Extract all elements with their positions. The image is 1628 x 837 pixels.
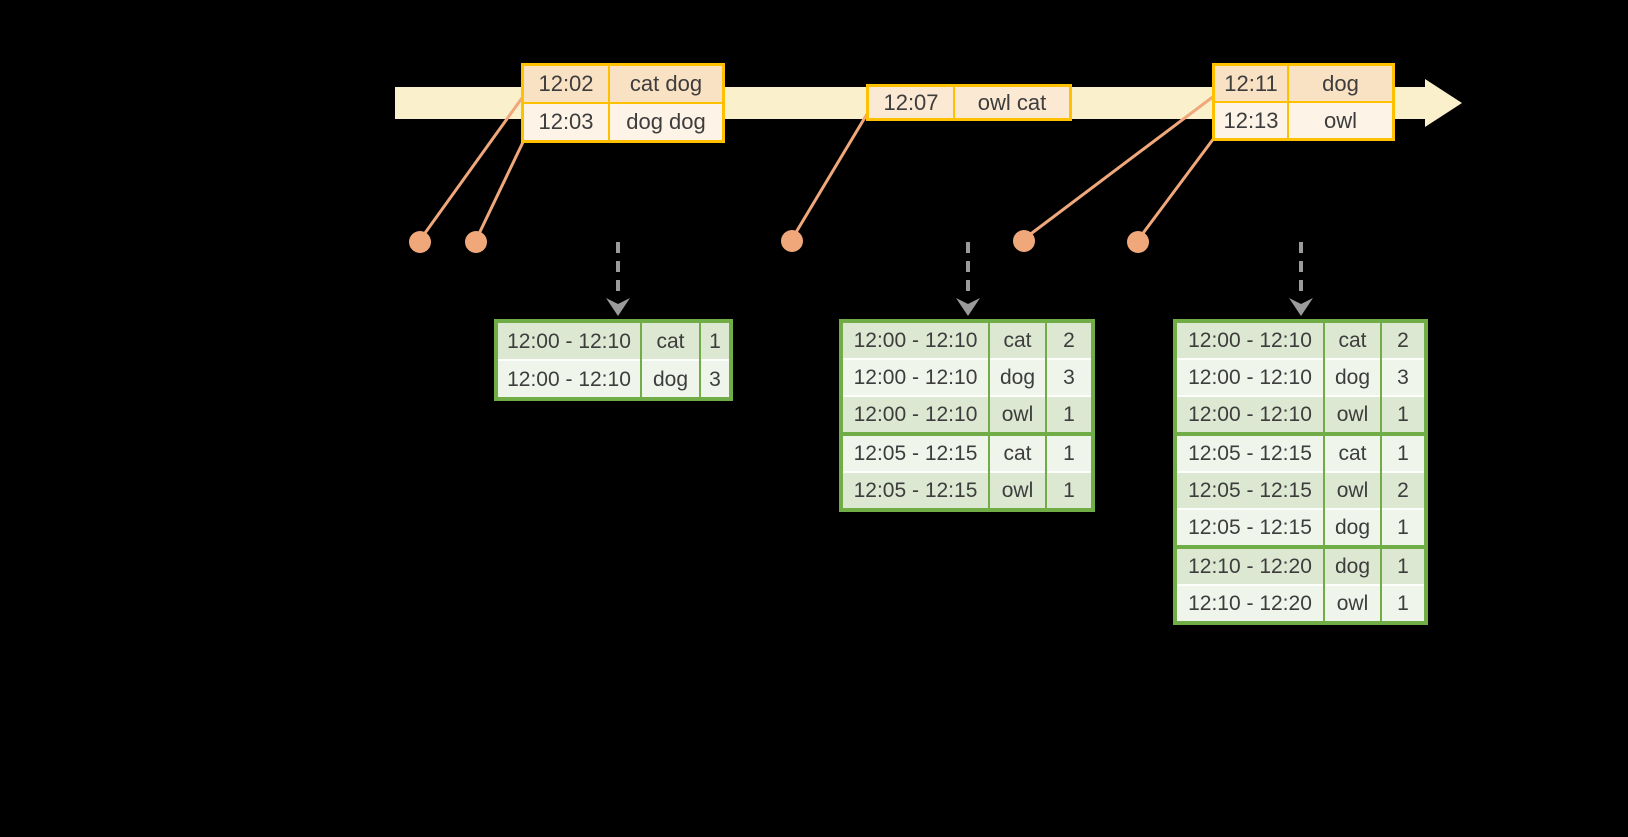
word-cell: owl: [1323, 395, 1381, 434]
event-time-cell: 12:03: [521, 102, 610, 143]
count-cell: 1: [1380, 545, 1426, 585]
word-cell: dog: [640, 359, 700, 399]
event-time-cell: 12:02: [521, 63, 610, 104]
trigger-arrow-icon: [1289, 242, 1313, 316]
count-cell: 1: [1380, 584, 1426, 623]
event-time-cell: 12:13: [1212, 101, 1289, 141]
word-cell: dog: [1323, 545, 1381, 585]
count-cell: 2: [1045, 321, 1093, 359]
count-cell: 3: [1380, 358, 1426, 396]
event-dot: [409, 231, 431, 253]
window-cell: 12:00 - 12:10: [496, 359, 641, 399]
connector-line: [1136, 137, 1216, 241]
window-cell: 12:00 - 12:10: [1175, 358, 1324, 396]
event-words-cell: dog dog: [608, 102, 725, 143]
count-cell: 1: [1380, 395, 1426, 434]
event-dot: [1127, 231, 1149, 253]
window-cell: 12:05 - 12:15: [1175, 508, 1324, 547]
window-cell: 12:00 - 12:10: [841, 321, 989, 359]
word-cell: cat: [640, 321, 700, 360]
count-cell: 1: [1045, 471, 1093, 510]
count-cell: 2: [1380, 471, 1426, 509]
word-cell: owl: [1323, 584, 1381, 623]
window-cell: 12:00 - 12:10: [1175, 321, 1324, 359]
count-cell: 1: [1380, 432, 1426, 472]
word-cell: cat: [1323, 321, 1381, 359]
word-cell: owl: [988, 471, 1046, 510]
connector-line: [1023, 94, 1215, 241]
window-cell: 12:10 - 12:20: [1175, 584, 1324, 623]
window-cell: 12:00 - 12:10: [841, 395, 989, 434]
count-cell: 1: [1380, 508, 1426, 547]
count-cell: 1: [1045, 395, 1093, 434]
window-cell: 12:00 - 12:10: [496, 321, 641, 360]
trigger-arrow-icon: [956, 242, 980, 316]
word-cell: owl: [1323, 471, 1381, 509]
word-cell: dog: [1323, 508, 1381, 547]
connector-line: [418, 97, 524, 241]
event-words-cell: owl cat: [953, 84, 1072, 121]
word-cell: dog: [1323, 358, 1381, 396]
count-cell: 1: [699, 321, 731, 360]
word-cell: cat: [988, 432, 1046, 472]
event-dot: [1013, 230, 1035, 252]
event-words-cell: cat dog: [608, 63, 725, 104]
count-cell: 3: [1045, 358, 1093, 396]
event-time-cell: 12:07: [866, 84, 955, 121]
word-cell: cat: [1323, 432, 1381, 472]
word-cell: owl: [988, 395, 1046, 434]
event-dot: [465, 231, 487, 253]
window-cell: 12:05 - 12:15: [1175, 432, 1324, 472]
window-cell: 12:10 - 12:20: [1175, 545, 1324, 585]
count-cell: 2: [1380, 321, 1426, 359]
connector-line: [474, 139, 526, 241]
event-dot: [781, 230, 803, 252]
word-cell: cat: [988, 321, 1046, 359]
window-cell: 12:05 - 12:15: [1175, 471, 1324, 509]
connector-line: [790, 113, 869, 240]
event-words-cell: owl: [1287, 101, 1395, 141]
window-cell: 12:00 - 12:10: [1175, 395, 1324, 434]
trigger-arrow-icon: [606, 242, 630, 316]
event-words-cell: dog: [1287, 63, 1395, 103]
word-cell: dog: [988, 358, 1046, 396]
event-time-cell: 12:11: [1212, 63, 1289, 103]
window-cell: 12:00 - 12:10: [841, 358, 989, 396]
count-cell: 3: [699, 359, 731, 399]
count-cell: 1: [1045, 432, 1093, 472]
window-cell: 12:05 - 12:15: [841, 432, 989, 472]
window-cell: 12:05 - 12:15: [841, 471, 989, 510]
